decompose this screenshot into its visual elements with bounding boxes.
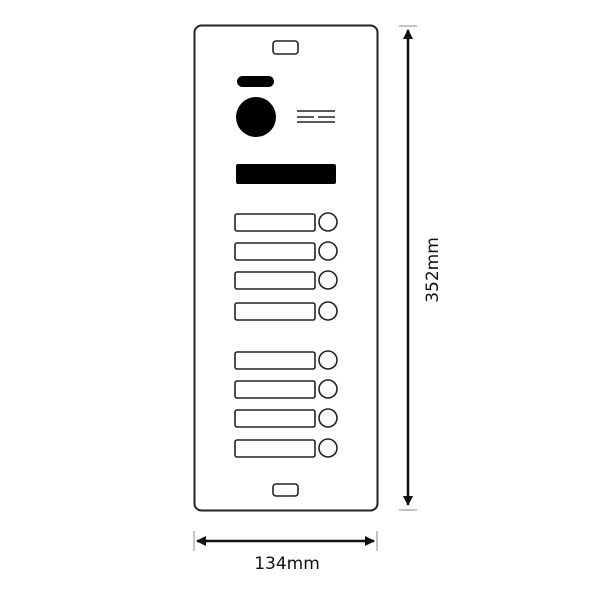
call-button (318, 270, 338, 290)
name-tag (234, 271, 316, 290)
call-button (318, 350, 338, 370)
call-button (318, 438, 338, 458)
speaker-grille (297, 110, 335, 123)
call-button (318, 301, 338, 321)
name-tag (234, 351, 316, 370)
name-tag (234, 409, 316, 428)
call-button (318, 408, 338, 428)
call-button (318, 241, 338, 261)
height-dimension: 352mm (399, 25, 443, 511)
name-tag (234, 439, 316, 458)
name-tag (234, 213, 316, 232)
name-tag (234, 242, 316, 261)
bottom-screw-slot (272, 483, 299, 497)
panel-outline (193, 24, 379, 512)
call-button-rows (234, 212, 338, 458)
name-tag (234, 302, 316, 321)
call-button (318, 379, 338, 399)
camera-lens (236, 97, 276, 137)
top-screw-slot (272, 40, 299, 55)
height-label: 352mm (423, 237, 443, 303)
width-label: 134mm (254, 554, 320, 574)
width-dimension: 134mm (193, 531, 378, 574)
call-button (318, 212, 338, 232)
camera-led-pill (237, 76, 274, 87)
display-bar (236, 164, 336, 184)
name-tag (234, 380, 316, 399)
